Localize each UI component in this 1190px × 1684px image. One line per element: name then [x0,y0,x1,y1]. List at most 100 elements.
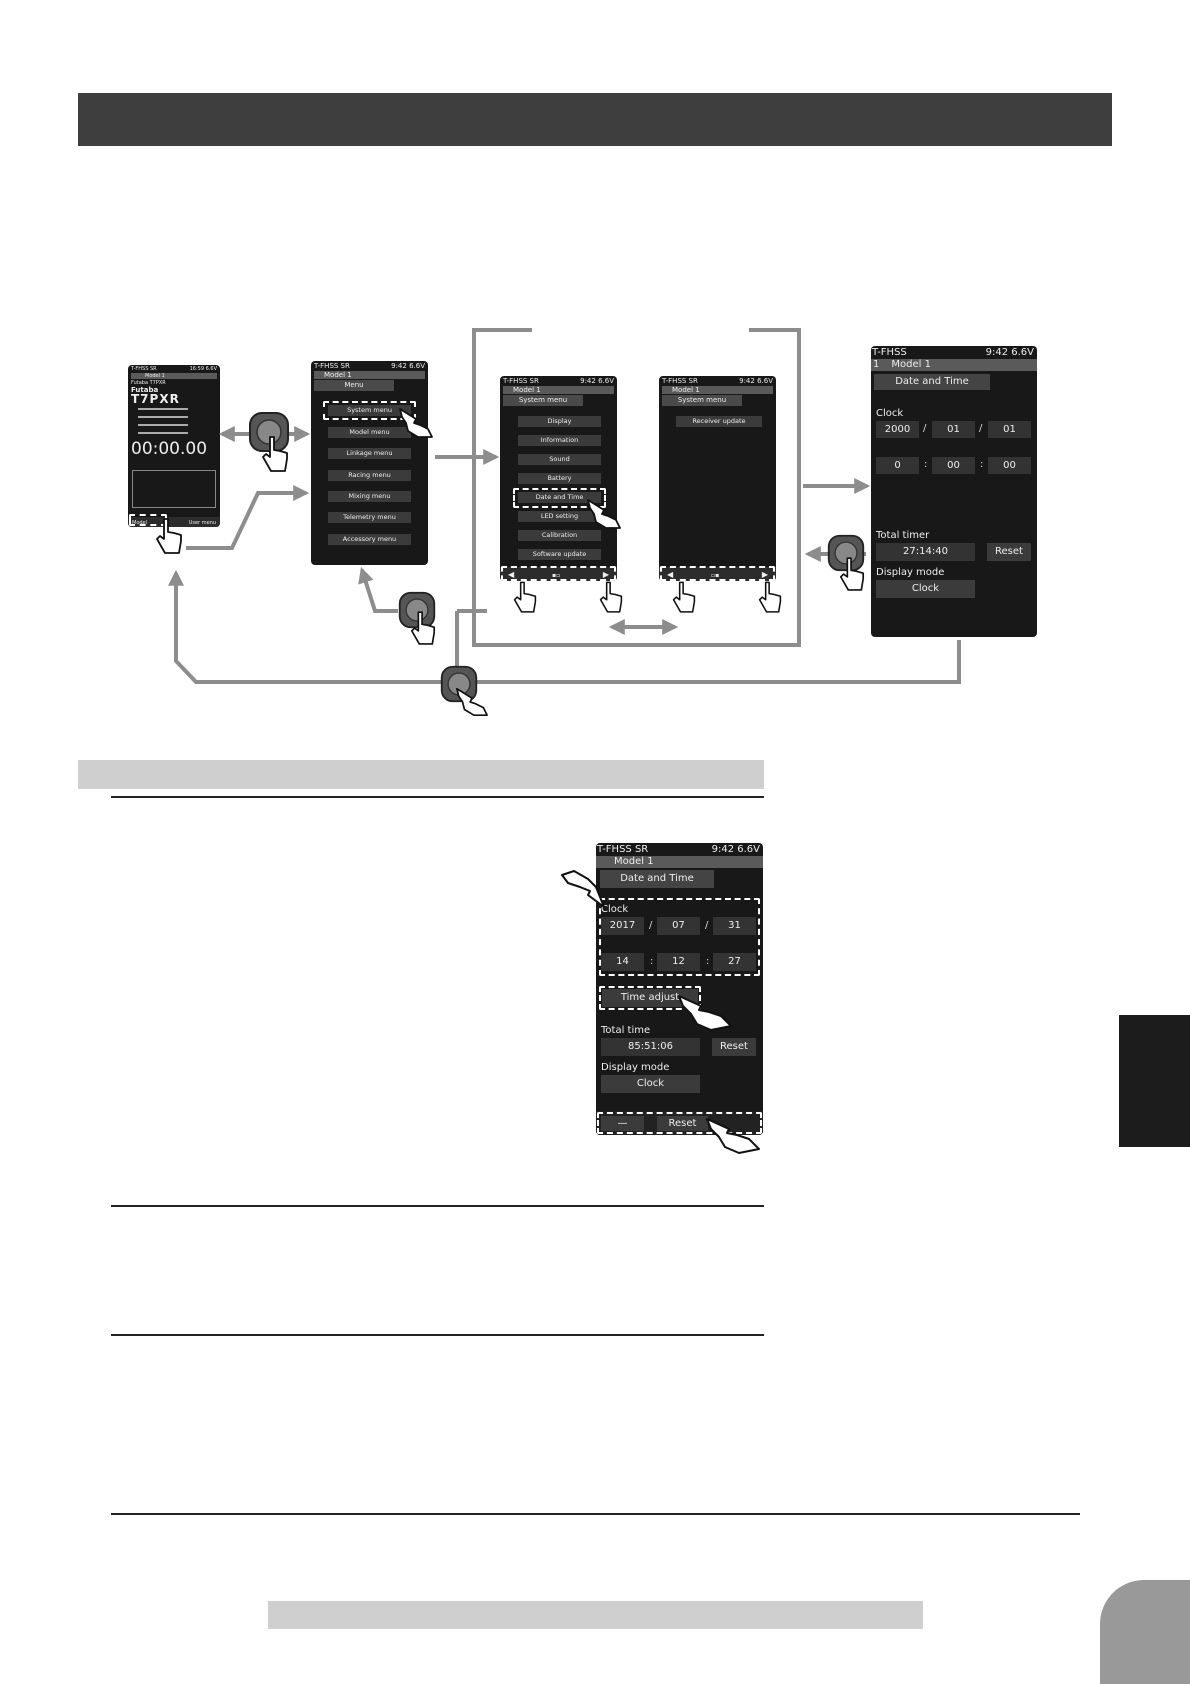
status-text: T-FHSS SR [314,362,350,370]
voltage-text: 6.6V [1011,347,1034,358]
year-field[interactable]: 2017 [601,917,644,935]
display-mode-label: Display mode [601,1062,670,1073]
time-separator: : [980,459,984,470]
dash-key[interactable]: — [601,1116,644,1131]
pointing-hand-icon [758,581,782,613]
footer-bar [268,1601,923,1629]
page-bar-highlight [660,566,775,581]
month-field[interactable]: 07 [657,917,700,935]
pointing-hand-icon [156,518,182,554]
display-button[interactable]: Display [518,416,601,427]
display-mode-label: Display mode [876,567,945,578]
status-text: T-FHSS SR [662,377,698,385]
pointing-hand-icon [678,995,732,1031]
pointing-hand-icon [706,1118,760,1154]
system-menu-title: System menu [503,395,583,406]
model-bar: 1 Model 1 [871,359,1037,371]
mixing-menu-button[interactable]: Mixing menu [328,491,411,502]
sound-button[interactable]: Sound [518,454,601,465]
reset-key[interactable]: Reset [657,1116,708,1131]
hour-field[interactable]: 14 [601,953,644,971]
month-field[interactable]: 01 [932,421,975,438]
trim-bar [138,416,188,418]
total-timer-value: 27:14:40 [876,543,975,561]
timer-reset-button[interactable]: Reset [987,543,1031,561]
chapter-tab [1119,1015,1190,1147]
model-key[interactable]: Model [132,520,148,526]
display-mode-button[interactable]: Clock [601,1075,700,1093]
calibration-button[interactable]: Calibration [518,530,601,541]
user-menu-key[interactable]: User menu [188,520,216,526]
total-time-value: 85:51:06 [601,1038,700,1056]
info-panel [132,470,216,508]
subsection-bar [78,760,764,789]
model-name: Model 1 [314,371,425,379]
clock-text: 9:42 [985,347,1009,358]
receiver-update-button[interactable]: Receiver update [676,416,762,427]
bottom-keys-highlight [597,1112,762,1134]
pointing-hand-icon [599,581,623,613]
model-name: Model 1 [596,856,763,868]
home-subtitle: Futaba T7PXR [131,380,166,386]
minute-field[interactable]: 00 [932,457,975,474]
second-field[interactable]: 27 [713,953,756,971]
pointing-hand-icon [513,581,537,613]
total-reset-button[interactable]: Reset [712,1038,756,1056]
model-menu-button[interactable]: Model menu [328,427,411,438]
menu-title: Menu [314,380,394,391]
clock-text: 9:42 [739,377,755,385]
clock-text: 9:42 [711,844,735,855]
second-field[interactable]: 00 [988,457,1031,474]
clock-label: Clock [601,904,629,915]
display-mode-button[interactable]: Clock [876,580,975,598]
day-field[interactable]: 31 [713,917,756,935]
voltage-text: 6.6V [409,362,425,370]
model-name: Model 1 [891,359,931,370]
pointing-hand-icon [839,557,865,591]
time-separator: : [706,956,710,967]
voltage-text: 6.6V [757,377,773,385]
status-text: T-FHSS SR [597,844,649,855]
clock-text: 16:59 [189,366,205,372]
screen-title: Date and Time [874,374,990,390]
day-field[interactable]: 01 [988,421,1031,438]
racing-menu-button[interactable]: Racing menu [328,470,411,481]
trim-bar [138,408,188,410]
hour-field[interactable]: 0 [876,457,919,474]
status-text: T-FHSS SR [503,377,539,385]
date-separator: / [923,423,927,434]
pointing-hand-icon [456,687,488,717]
system-menu-button[interactable]: System menu [328,405,411,416]
date-separator: / [649,920,653,931]
software-update-button[interactable]: Software update [518,549,601,560]
time-adjust-button[interactable]: Time adjust [602,989,698,1007]
model-number: 1 [873,359,880,370]
step-rule-3 [111,1334,764,1336]
time-separator: : [924,459,928,470]
linkage-menu-button[interactable]: Linkage menu [328,448,411,459]
information-button[interactable]: Information [518,435,601,446]
timer-display: 00:00.00 [131,439,208,459]
battery-button[interactable]: Battery [518,473,601,484]
time-separator: : [650,956,654,967]
voltage-text: 6.6V [598,377,614,385]
year-field[interactable]: 2000 [876,421,919,438]
minute-field[interactable]: 12 [657,953,700,971]
flow-arrow-icon [358,566,398,613]
status-text: T-FHSS SR [131,366,157,372]
pointing-hand-icon [410,611,436,645]
product-text: T7PXR [131,392,180,406]
footer-rule [111,1513,1080,1515]
trim-bar [138,432,188,434]
pointing-hand-icon [262,436,288,472]
accessory-menu-button[interactable]: Accessory menu [328,534,411,545]
time-adjust-highlight [599,986,701,1010]
system-menu-title: System menu [662,395,742,406]
date-separator: / [979,423,983,434]
telemetry-menu-button[interactable]: Telemetry menu [328,512,411,523]
pointing-hand-icon [399,408,433,438]
